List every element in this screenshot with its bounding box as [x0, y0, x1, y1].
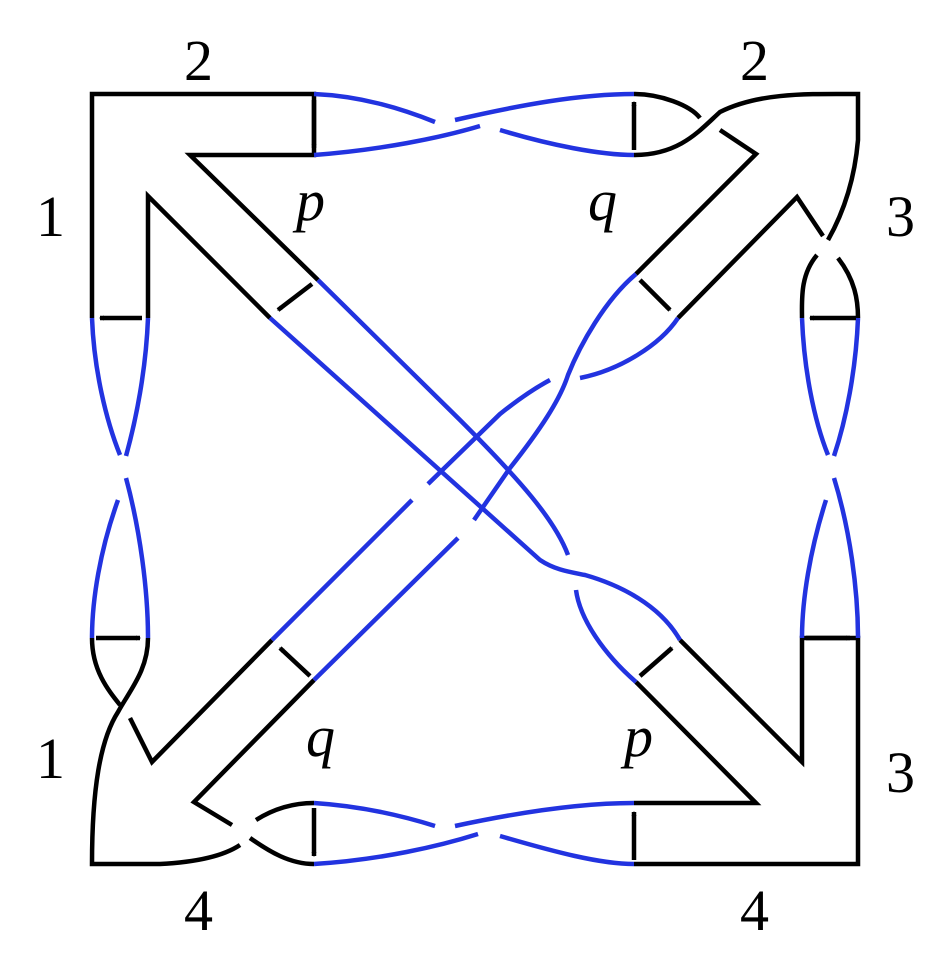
outline-top-right-twist: [633, 91, 702, 120]
band-left-b: [123, 317, 151, 457]
band-left-a2: [123, 477, 151, 639]
outline-left-bottom-under: [127, 638, 274, 766]
band-top-b: [313, 123, 481, 158]
outline-bottom-right: [634, 635, 861, 867]
band-diag-2b: [312, 536, 460, 682]
label-right-top: 3: [886, 184, 915, 249]
band-bottom-a2: [454, 800, 635, 829]
outline-right-top-twist: [799, 253, 819, 319]
arrow-head-icon: [276, 282, 314, 312]
label-top-right: 2: [740, 28, 769, 93]
band-diag-1c: [573, 589, 638, 684]
band-top-a2: [454, 91, 635, 123]
label-p-top: p: [292, 168, 325, 233]
band-diag-2c: [579, 316, 680, 381]
label-left-top: 1: [36, 184, 65, 249]
band-right-a: [799, 317, 831, 456]
outline-top-right-twist-b: [633, 91, 861, 242]
outline-left-bottom-twist-b: [89, 637, 242, 867]
band-bottom-b2: [499, 833, 635, 867]
arrow-head-icon: [638, 278, 672, 312]
outline-bottom-left-inner: [190, 678, 316, 827]
outline-bottom-left-twist: [248, 836, 315, 867]
band-diag-2a: [270, 498, 414, 642]
band-left-b2: [89, 499, 121, 639]
band-right-b2: [799, 499, 829, 639]
label-right-bottom: 3: [886, 740, 915, 805]
label-top-left: 2: [184, 28, 213, 93]
band-diag-2a2: [426, 378, 552, 486]
label-p-bottom: p: [620, 704, 653, 769]
outline-right-top-twist-b: [836, 256, 861, 319]
outline-top-right-under: [634, 128, 760, 276]
outline-top-left: [89, 91, 320, 318]
outline-top-left-inner: [145, 190, 272, 320]
band-bottom-b: [313, 831, 479, 867]
band-right-b: [831, 317, 861, 457]
band-diag-1a: [268, 316, 682, 642]
band-diag-2b2: [472, 272, 638, 522]
outline-top-right-inner: [676, 193, 825, 320]
outline-left-bottom-twist: [89, 637, 122, 707]
band-left-a: [89, 317, 123, 456]
label-q-top: q: [588, 168, 617, 233]
band-top-b2: [499, 127, 635, 158]
label-bottom-right: 4: [740, 878, 769, 943]
arrow-head-icon: [278, 646, 312, 678]
band-diag-1b: [316, 278, 571, 556]
label-left-bottom: 1: [36, 726, 65, 791]
outline-bottom-right-inner: [634, 680, 762, 806]
band-top-a: [313, 91, 436, 125]
outline-bottom-left-twist-b: [254, 800, 315, 822]
label-q-bottom: q: [306, 704, 335, 769]
label-bottom-left: 4: [184, 878, 213, 943]
band-bottom-a: [313, 800, 436, 829]
arrow-head-icon: [638, 646, 674, 678]
band-right-a2: [831, 477, 861, 639]
